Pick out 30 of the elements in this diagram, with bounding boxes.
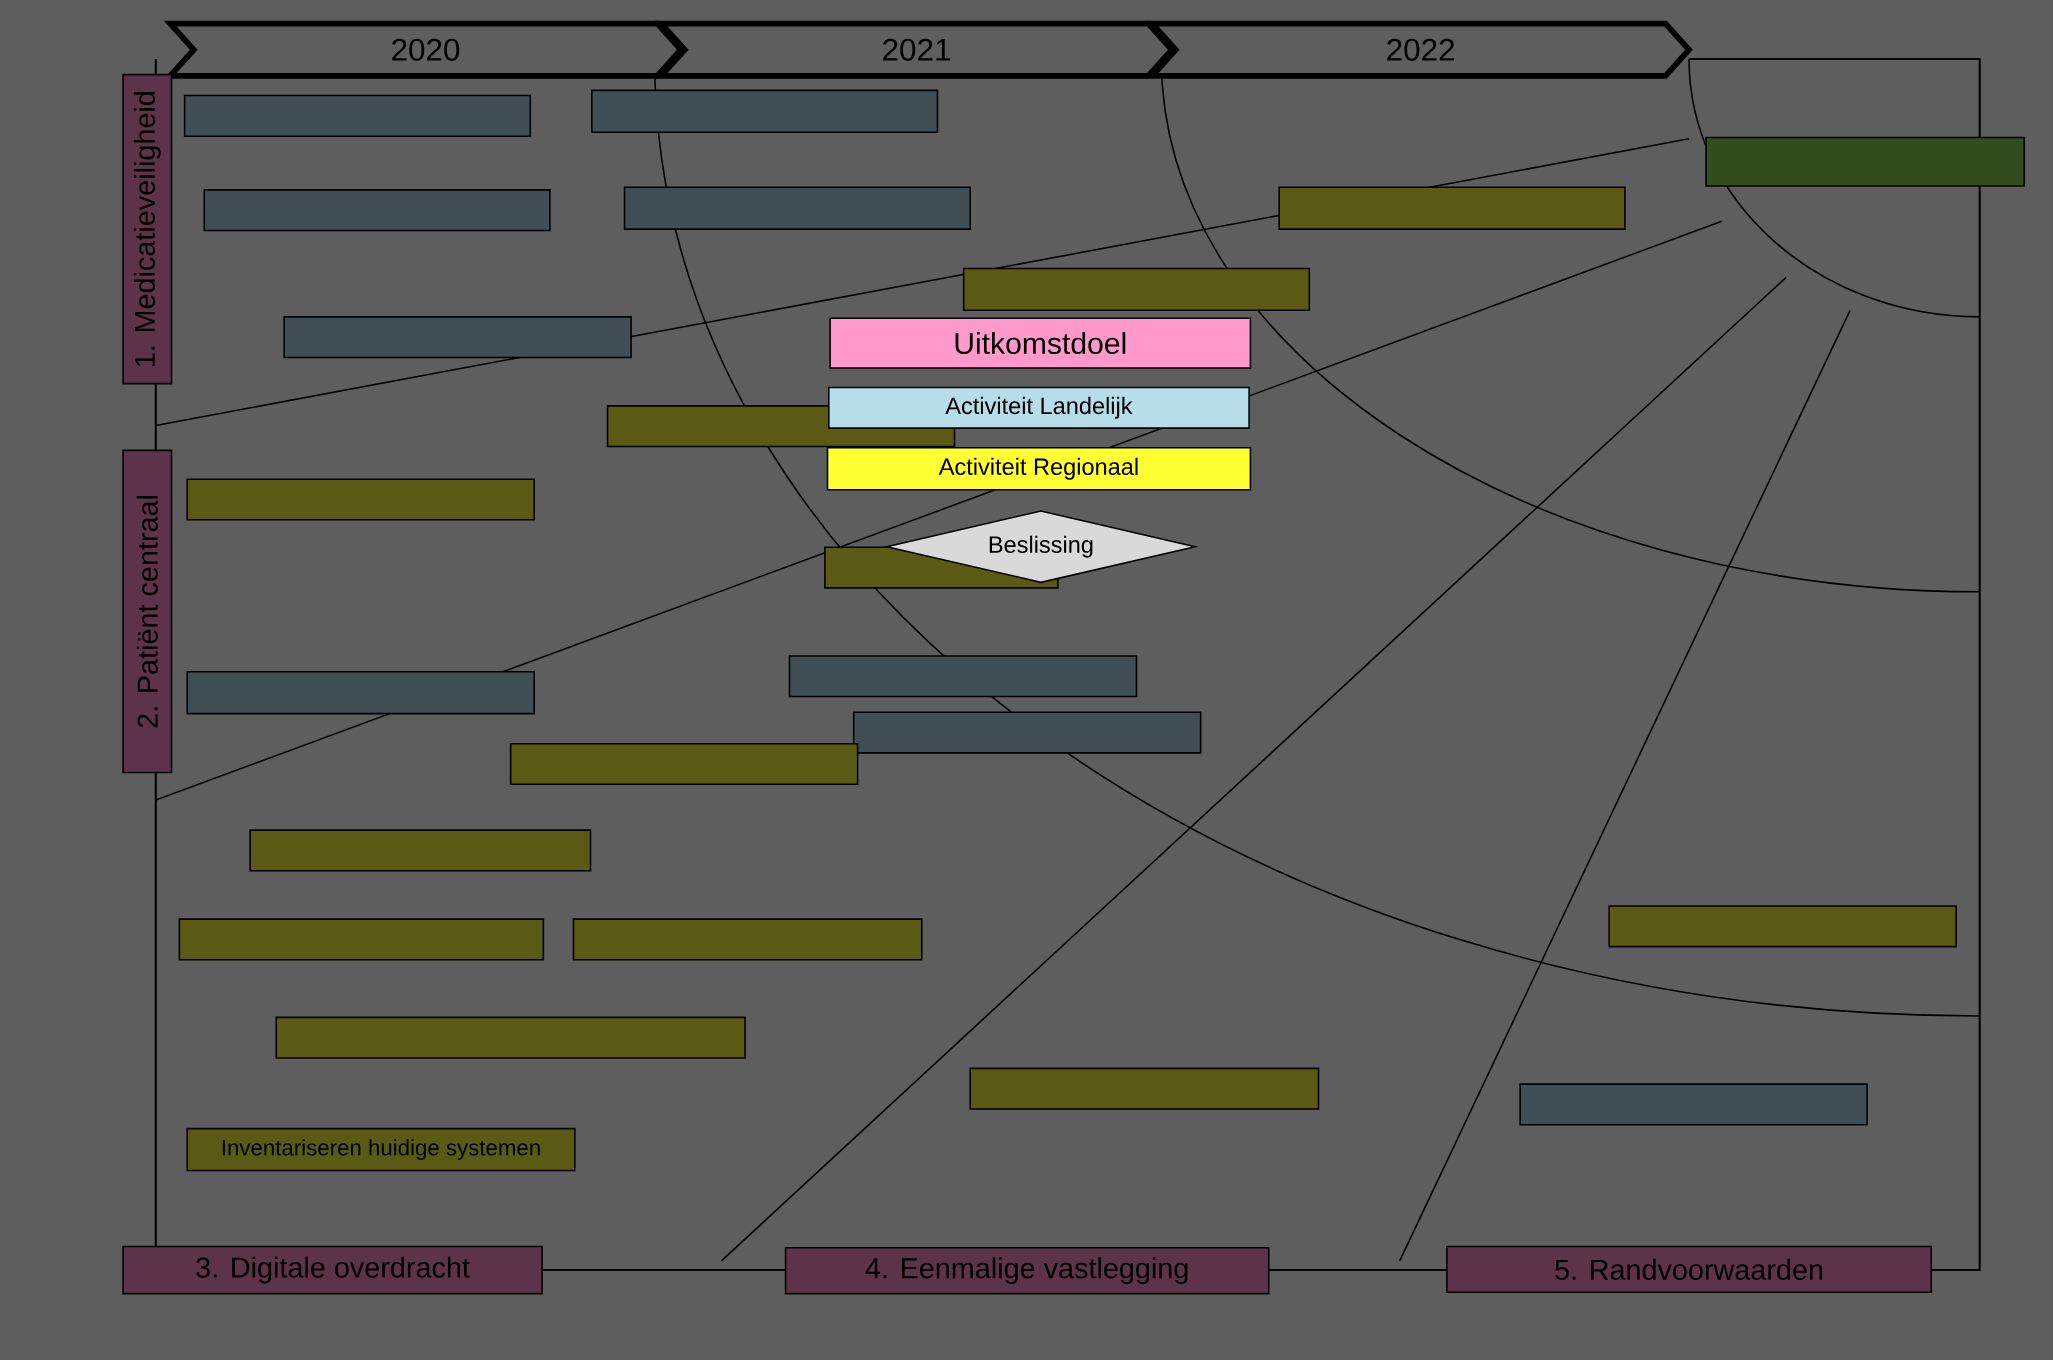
key-box: Activiteit Landelijk [828, 386, 1250, 429]
activity-bar [1278, 186, 1626, 230]
activity-bar [283, 315, 632, 359]
activity-bar: Inventariseren huidige systemen [186, 1127, 576, 1172]
activity-bar [186, 670, 535, 715]
key-box: Uitkomstdoel [829, 317, 1252, 369]
activity-bar [788, 655, 1138, 698]
year-band: 2022 [1145, 20, 1693, 79]
theme-label: 4. Eenmalige vastlegging [784, 1246, 1270, 1295]
theme-label: 3. Digitale overdracht [122, 1245, 543, 1295]
goal-bar [1705, 136, 2025, 187]
activity-bar [275, 1016, 746, 1059]
activity-bar [249, 829, 592, 872]
theme-label: 1. Medicatieveiligheid [122, 73, 173, 385]
activity-bar [203, 188, 551, 232]
activity-bar [178, 918, 545, 961]
activity-bar [186, 478, 535, 521]
activity-bar [969, 1067, 1320, 1110]
theme-label: 2. Patiënt centraal [122, 449, 173, 774]
activity-bar [1519, 1083, 1868, 1126]
theme-label: 5. Randvoorwaarden [1446, 1245, 1933, 1293]
activity-bar [962, 267, 1311, 311]
activity-bar [1608, 905, 1957, 948]
activity-bar [572, 918, 923, 961]
activity-bar [591, 89, 939, 133]
activity-bar [509, 742, 859, 785]
activity-bar [623, 186, 971, 230]
activity-bar [852, 711, 1202, 754]
key-box: Activiteit Regionaal [826, 446, 1252, 491]
activity-bar [183, 94, 532, 137]
